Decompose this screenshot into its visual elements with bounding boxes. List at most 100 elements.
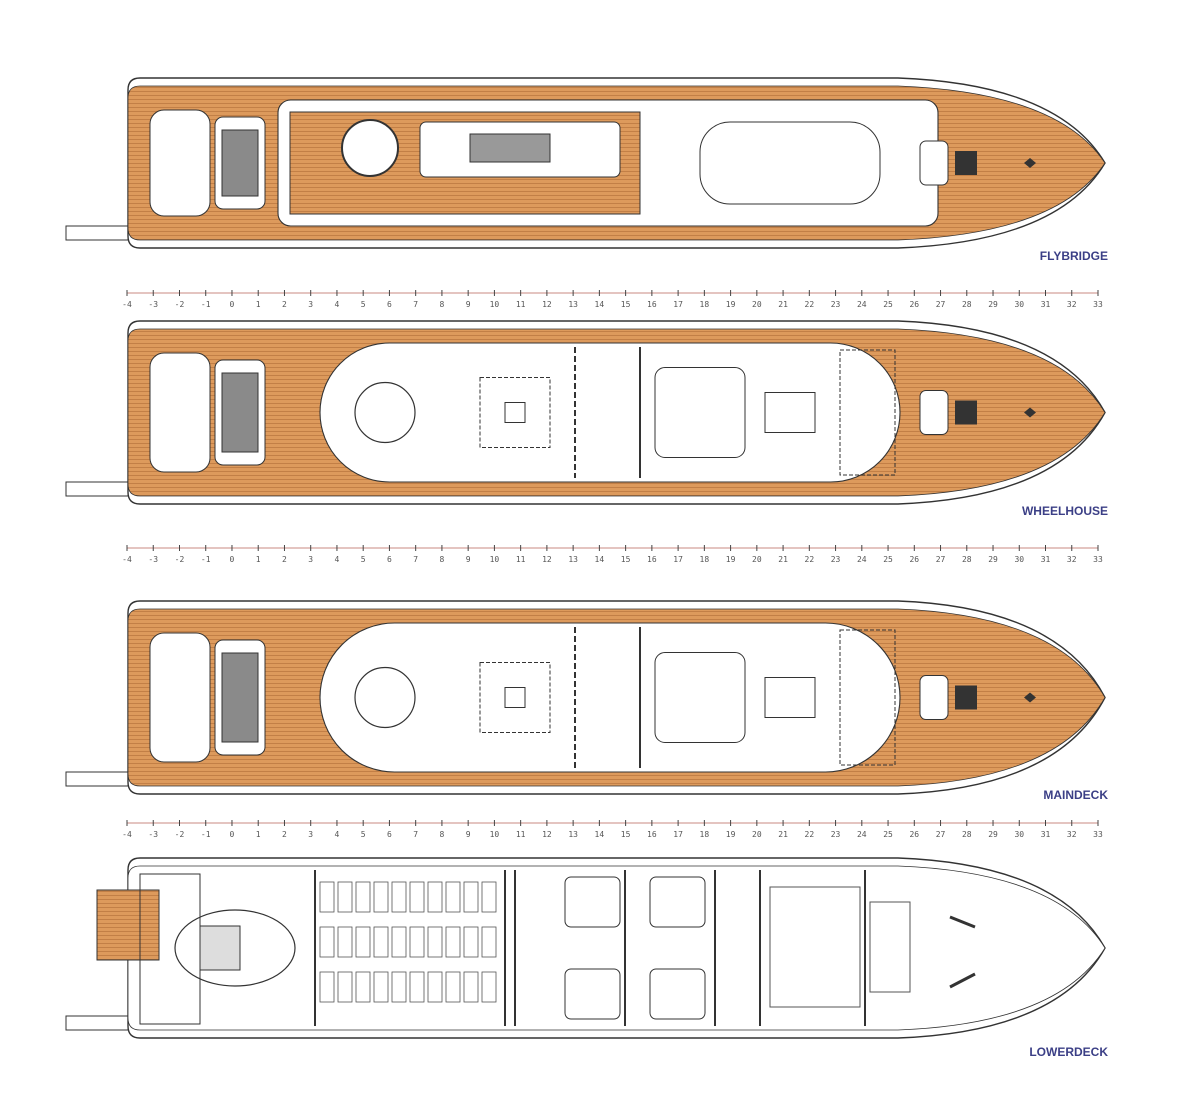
swim-platform — [96, 889, 160, 961]
ruler-tick-label: -3 — [148, 555, 158, 564]
crew-cabins — [769, 886, 861, 1008]
ruler-tick-label: 4 — [335, 300, 340, 309]
ruler-tick-label: 29 — [988, 830, 998, 839]
anchor-windlass — [949, 972, 976, 989]
ruler-tick-label: 25 — [883, 830, 893, 839]
ruler-tick-label: 24 — [857, 830, 867, 839]
ruler-tick-label: 31 — [1041, 300, 1051, 309]
deck-label-maindeck: MAINDECK — [1043, 788, 1108, 802]
sunpad — [221, 129, 259, 197]
ruler-tick-label: 25 — [883, 555, 893, 564]
machinery — [355, 971, 371, 1003]
ruler-tick-label: 1 — [256, 555, 261, 564]
ruler-tick-label: 32 — [1067, 830, 1077, 839]
anchor-windlass — [955, 151, 977, 175]
ruler-tick-label: 29 — [988, 300, 998, 309]
ruler-tick-label: 0 — [230, 555, 235, 564]
ruler-tick-label: 19 — [726, 300, 736, 309]
machinery — [481, 971, 497, 1003]
ruler-tick-label: 14 — [595, 555, 605, 564]
machinery — [463, 926, 479, 958]
ruler-tick-label: -1 — [201, 830, 211, 839]
ruler-tick-label: 20 — [752, 300, 762, 309]
ruler-tick-label: 28 — [962, 300, 972, 309]
ruler-tick-label: 2 — [282, 300, 287, 309]
ruler-tick-label: 6 — [387, 300, 392, 309]
tender — [174, 909, 296, 987]
ruler-tick-label: 9 — [466, 830, 471, 839]
ruler-tick-label: 18 — [700, 830, 710, 839]
ruler-tick-label: 17 — [673, 830, 683, 839]
machinery — [337, 971, 353, 1003]
ruler-tick-label: 30 — [1014, 300, 1024, 309]
ruler-tick-label: 15 — [621, 555, 631, 564]
ruler-tick-label: 1 — [256, 830, 261, 839]
ruler-tick-label: 5 — [361, 830, 366, 839]
ruler-tick-label: 20 — [752, 830, 762, 839]
coffee-table — [504, 687, 526, 708]
galley-store — [869, 901, 911, 993]
machinery — [427, 971, 443, 1003]
ruler-tick-label: 16 — [647, 300, 657, 309]
ruler-tick-label: 24 — [857, 555, 867, 564]
ruler-tick-label: 8 — [440, 300, 445, 309]
machinery — [319, 926, 335, 958]
ruler-tick-label: 10 — [490, 555, 500, 564]
ruler-tick-label: 21 — [778, 830, 788, 839]
sunpad — [221, 372, 259, 453]
ruler-tick-label: 18 — [700, 300, 710, 309]
ruler-tick-label: -3 — [148, 300, 158, 309]
ruler-tick-label: 13 — [568, 830, 578, 839]
ruler-tick-label: 19 — [726, 830, 736, 839]
sunpad — [221, 652, 259, 743]
ruler-tick-label: 11 — [516, 830, 526, 839]
bow-seat — [919, 390, 949, 435]
ruler-tick-label: 29 — [988, 555, 998, 564]
stern-lounge — [149, 352, 211, 473]
ruler-tick-label: 10 — [490, 830, 500, 839]
ruler-tick-label: 21 — [778, 300, 788, 309]
ruler-tick-label: -2 — [175, 555, 185, 564]
machinery — [427, 926, 443, 958]
ruler-tick-label: 17 — [673, 300, 683, 309]
passerelle — [65, 1015, 129, 1031]
superstructure — [319, 622, 901, 773]
cabin-bed — [564, 876, 621, 928]
machinery — [481, 926, 497, 958]
ruler-tick-label: 5 — [361, 555, 366, 564]
ruler-tick-label: 26 — [909, 555, 919, 564]
ruler-tick-label: 22 — [805, 300, 815, 309]
galley — [654, 652, 746, 743]
anchor-windlass — [955, 400, 977, 425]
ruler-tick-label: 4 — [335, 830, 340, 839]
deck-wheelhouse: WHEELHOUSE — [65, 320, 1108, 518]
deck-label-lowerdeck: LOWERDECK — [1029, 1045, 1108, 1059]
passerelle — [65, 771, 129, 787]
ruler-tick-label: 16 — [647, 830, 657, 839]
ruler-tick-label: 11 — [516, 300, 526, 309]
ruler-tick-label: 4 — [335, 555, 340, 564]
machinery — [373, 881, 389, 913]
ruler-tick-label: 3 — [308, 830, 313, 839]
ruler-tick-label: 17 — [673, 555, 683, 564]
salon-seating — [479, 662, 551, 733]
ruler-tick-label: -3 — [148, 830, 158, 839]
coffee-table — [504, 402, 526, 423]
ruler-tick-label: 27 — [936, 555, 946, 564]
ruler-tick-label: 13 — [568, 555, 578, 564]
ruler-tick-label: 23 — [831, 830, 841, 839]
owner-bed — [764, 677, 816, 718]
machinery — [445, 881, 461, 913]
bow-fitting — [1024, 692, 1036, 703]
ruler-tick-label: 25 — [883, 300, 893, 309]
bow-seat — [919, 140, 949, 186]
deck-label-flybridge: FLYBRIDGE — [1040, 249, 1108, 263]
machinery — [409, 971, 425, 1003]
bow-seat — [919, 675, 949, 720]
ruler-tick-label: 12 — [542, 300, 552, 309]
jacuzzi — [341, 119, 399, 177]
deck-maindeck: MAINDECK — [65, 600, 1108, 802]
machinery — [373, 971, 389, 1003]
